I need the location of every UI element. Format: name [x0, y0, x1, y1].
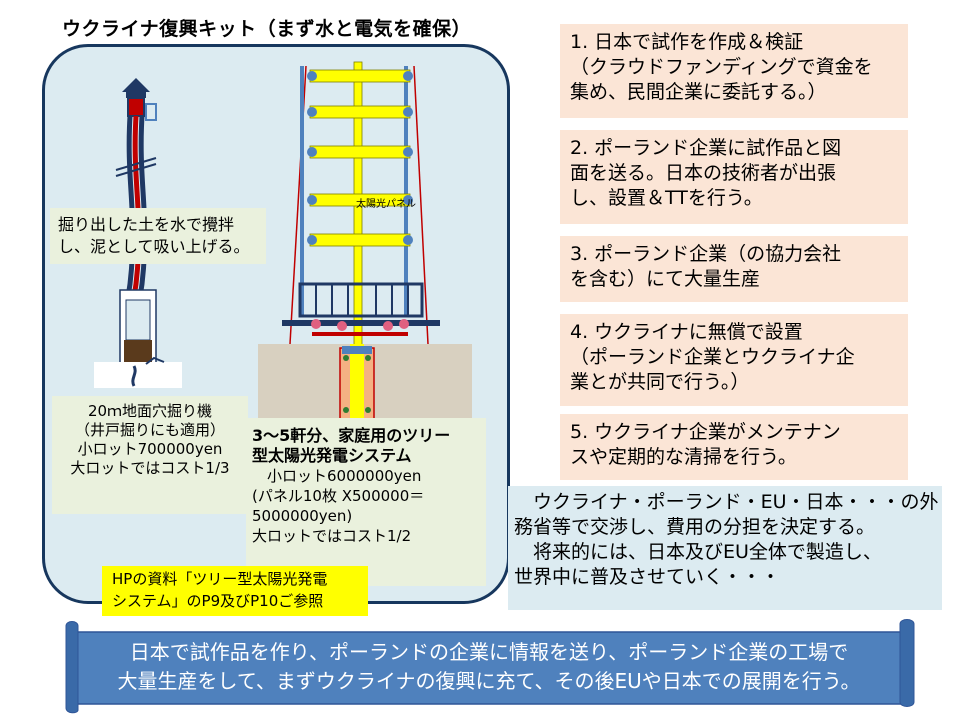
step-line: 5. ウクライナ企業がメンテナン — [570, 421, 841, 443]
page-title: ウクライナ復興キット（まず水と電気を確保） — [62, 18, 472, 40]
step-line: 1. 日本で試作を作成＆検証 — [570, 31, 804, 53]
step-line: し、設置＆TTを行う。 — [570, 187, 763, 209]
negotiation-line: 務省等で交渉し、費用の分担を決定する。 — [514, 516, 876, 538]
step-2-box: 2. ポーランド企業に試作品と図 面を送る。日本の技術者が出張 し、設置＆TTを… — [560, 130, 908, 224]
solar-panel-label: 太陽光パネル — [356, 199, 416, 210]
mud-note-line: 掘り出した土を水で攪拌 — [58, 215, 235, 234]
tree-note-line: 大ロットではコスト1/2 — [252, 527, 412, 545]
step-line: スや定期的な清掃を行う。 — [570, 446, 797, 468]
step-line: 集め、民間企業に委託する。） — [570, 81, 827, 103]
drill-note-line: 小ロット700000yen — [77, 440, 223, 458]
banner-line: 大量生産をして、まずウクライナの復興に充て、その後EUや日本での展開を行う。 — [117, 669, 861, 693]
tree-note-line: 小ロット6000000yen — [252, 467, 422, 485]
negotiation-line: 世界中に普及させていく・・・ — [514, 566, 781, 588]
tree-note-line: (パネル10枚 X500000＝ — [252, 487, 425, 505]
solar-tree-note: 3～5軒分、家庭用のツリー 型太陽光発電システム 小ロット6000000yen … — [246, 418, 486, 586]
solar-tree-icon — [258, 61, 472, 431]
step-3-box: 3. ポーランド企業（の協力会社 を含む）にて大量生産 — [560, 236, 908, 302]
drill-note-line: 大ロットではコスト1/3 — [70, 459, 230, 477]
scroll-banner-shape — [65, 619, 915, 714]
negotiation-note: ウクライナ・ポーランド・EU・日本・・・の外 務省等で交渉し、費用の分担を決定す… — [508, 486, 942, 610]
hp-note-line: システム」のP9及びP10ご参照 — [112, 592, 324, 610]
step-4-box: 4. ウクライナに無償で設置 （ポーランド企業とウクライナ企 業とが共同で行う。… — [560, 314, 908, 406]
hp-reference-note: HPの資料「ツリー型太陽光発電 システム」のP9及びP10ご参照 — [102, 566, 368, 616]
tree-note-title: 型太陽光発電システム — [252, 446, 412, 465]
step-line: （クラウドファンディングで資金を — [570, 56, 873, 78]
drill-note-line: （井戸掘りにも適用） — [74, 421, 225, 439]
step-line: 面を送る。日本の技術者が出張 — [570, 162, 837, 184]
tree-note-line: 5000000yen) — [252, 507, 353, 525]
negotiation-line: ウクライナ・ポーランド・EU・日本・・・の外 — [514, 491, 939, 513]
step-line: 2. ポーランド企業に試作品と図 — [570, 137, 842, 159]
mud-suction-note: 掘り出した土を水で攪拌 し、泥として吸い上げる。 — [50, 208, 266, 264]
step-line: 3. ポーランド企業（の協力会社 — [570, 243, 842, 265]
step-line: 業とが共同で行う。） — [570, 371, 750, 393]
drill-note: 20ｍ地面穴掘り機 （井戸掘りにも適用） 小ロット700000yen 大ロットで… — [52, 396, 248, 514]
step-line: （ポーランド企業とウクライナ企 — [570, 346, 855, 368]
negotiation-line: 将来的には、日本及びEU全体で製造し、 — [514, 541, 882, 563]
tree-note-title: 3～5軒分、家庭用のツリー — [252, 426, 451, 445]
drill-note-line: 20ｍ地面穴掘り機 — [87, 402, 213, 420]
summary-banner: 日本で試作品を作り、ポーランドの企業に情報を送り、ポーランド企業の工場で 大量生… — [64, 618, 916, 714]
hp-note-line: HPの資料「ツリー型太陽光発電 — [112, 570, 328, 588]
step-1-box: 1. 日本で試作を作成＆検証 （クラウドファンディングで資金を 集め、民間企業に… — [560, 24, 908, 118]
banner-line: 日本で試作品を作り、ポーランドの企業に情報を送り、ポーランド企業の工場で — [129, 640, 849, 664]
mud-note-line: し、泥として吸い上げる。 — [58, 237, 250, 256]
step-5-box: 5. ウクライナ企業がメンテナン スや定期的な清掃を行う。 — [560, 414, 908, 480]
banner-text: 日本で試作品を作り、ポーランドの企業に情報を送り、ポーランド企業の工場で 大量生… — [84, 638, 894, 696]
step-line: を含む）にて大量生産 — [570, 268, 761, 290]
step-line: 4. ウクライナに無償で設置 — [570, 321, 803, 343]
